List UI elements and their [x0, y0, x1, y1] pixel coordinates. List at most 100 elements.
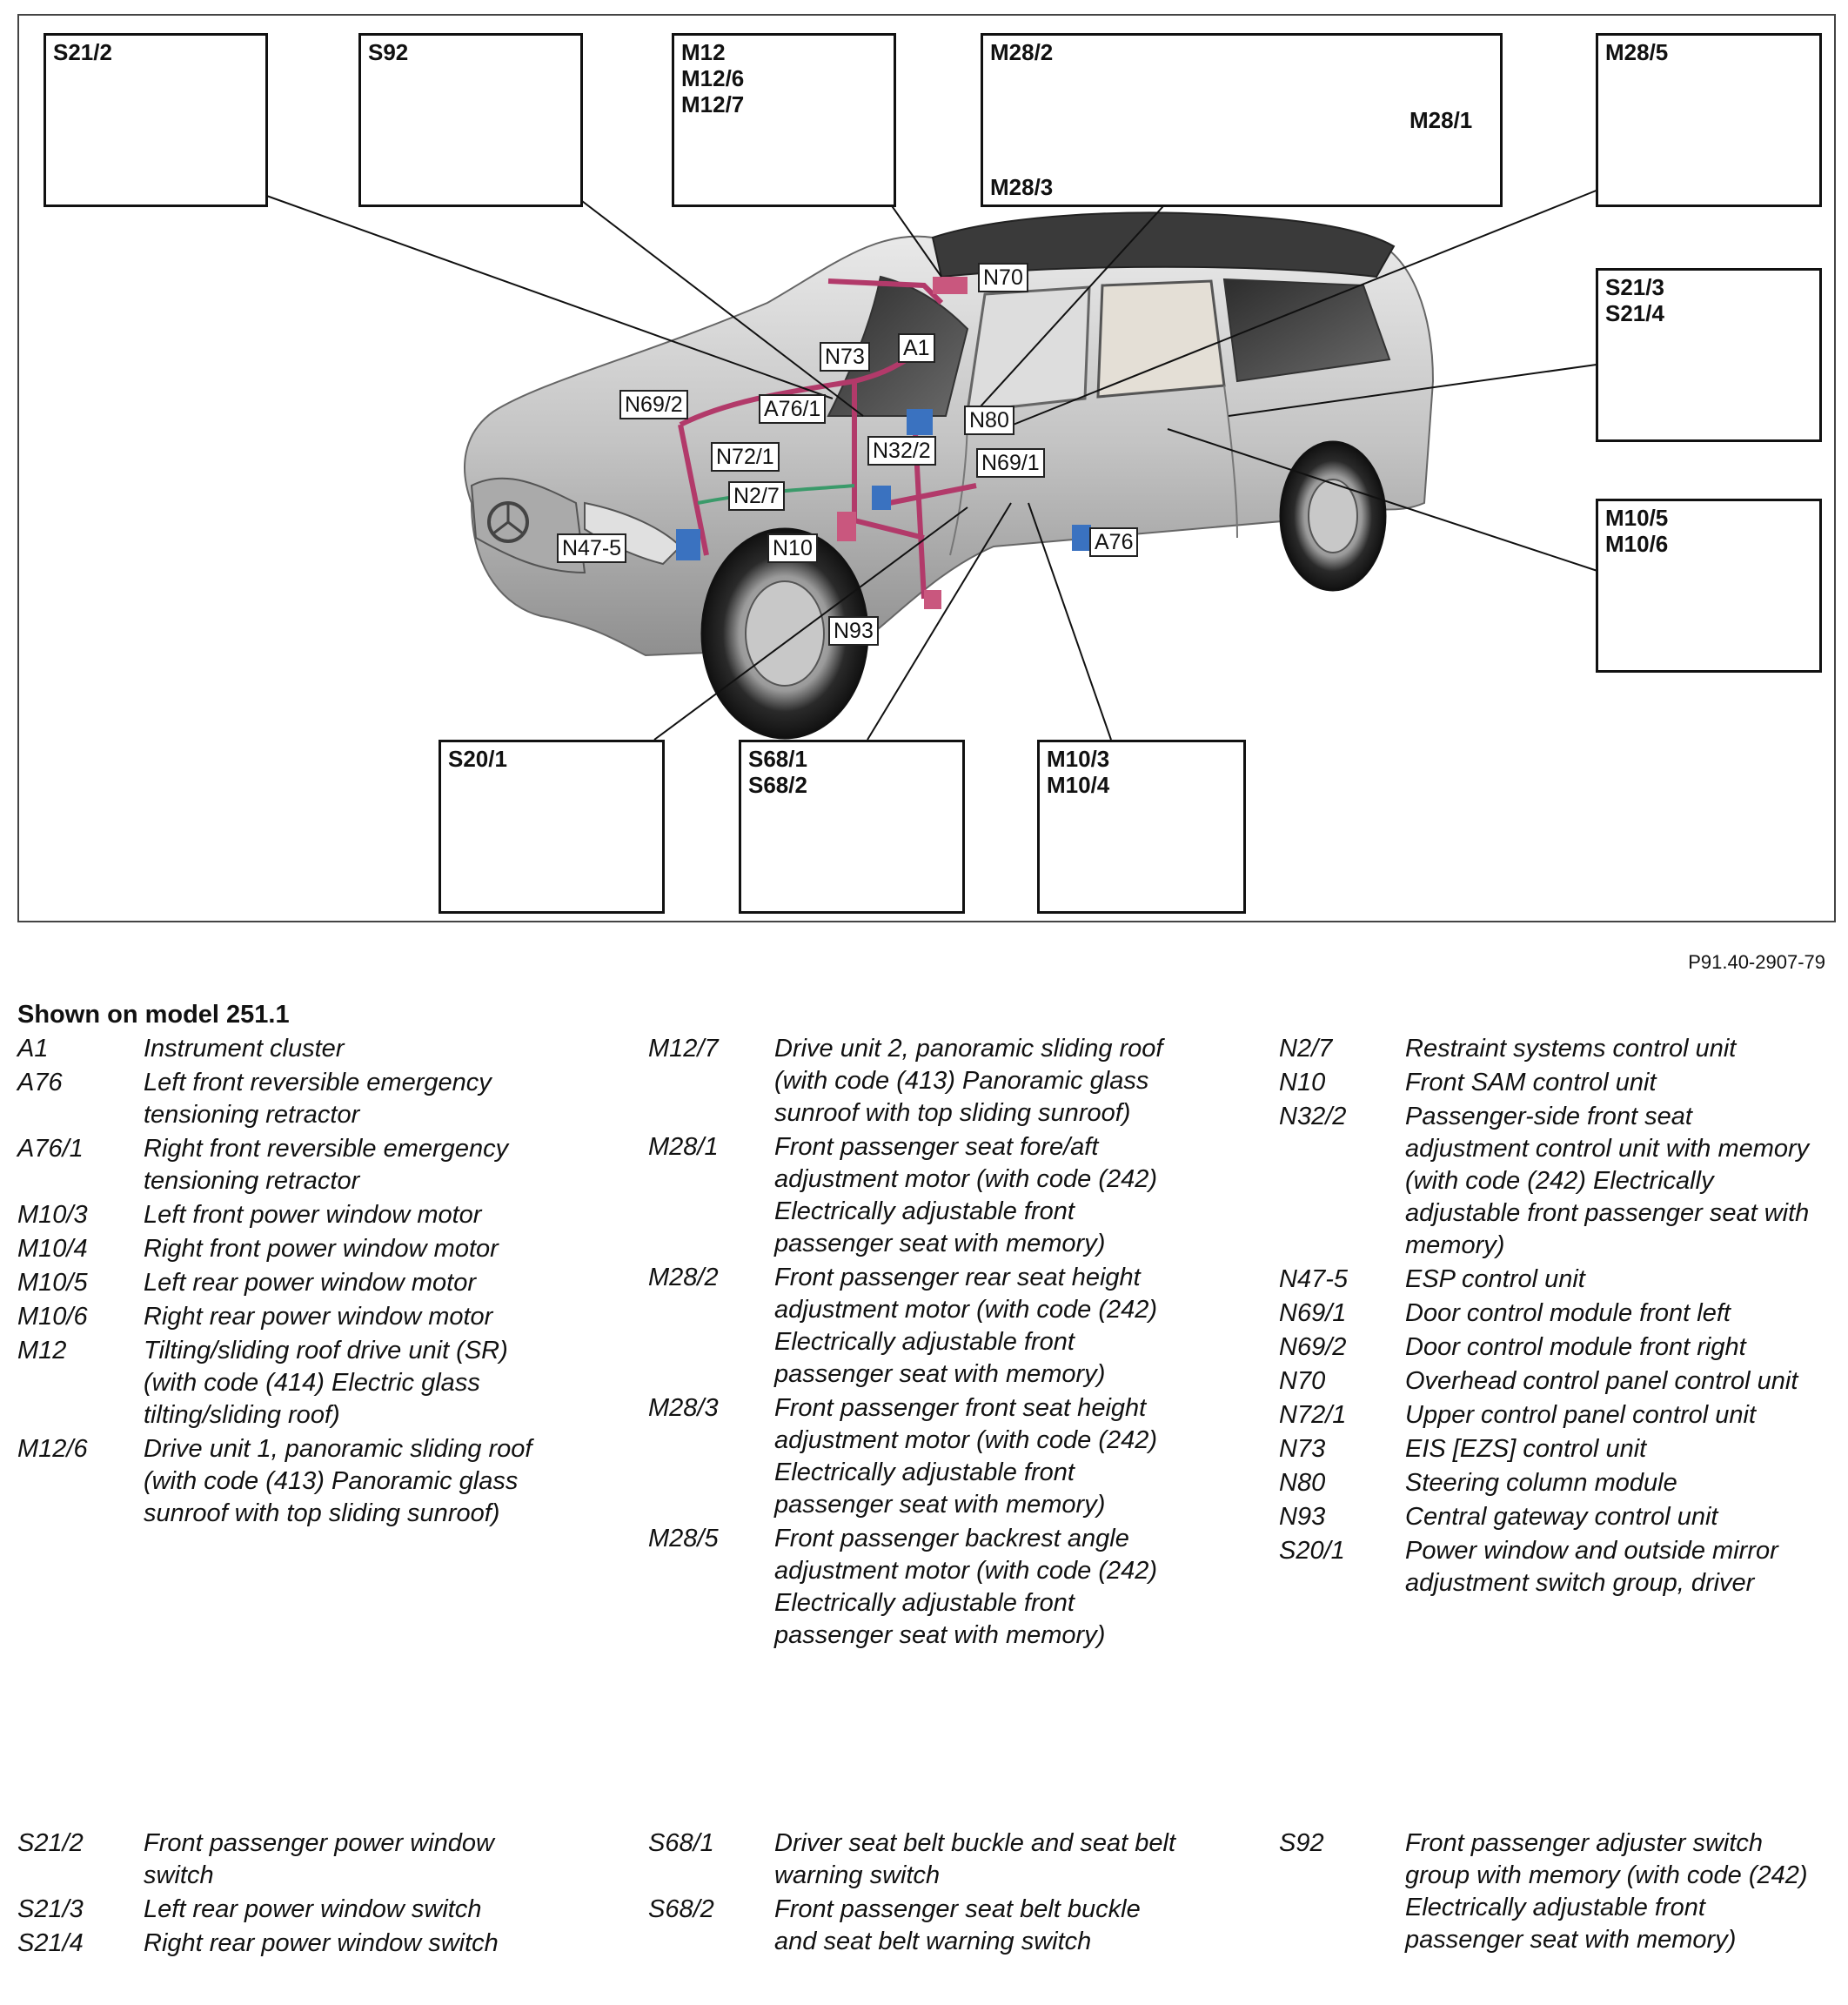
callout-a76-1: A76/1 [759, 394, 826, 424]
legend-code: S68/1 [648, 1827, 774, 1892]
legend-row: M12Tilting/sliding roof drive unit (SR) … [17, 1335, 548, 1432]
legend-code: N47-5 [1279, 1264, 1405, 1296]
callout-n10: N10 [767, 533, 818, 563]
legend-description: Drive unit 1, panoramic sliding roof (wi… [144, 1433, 548, 1530]
figure-id: P91.40-2907-79 [1688, 951, 1825, 974]
legend-description: Central gateway control unit [1405, 1501, 1818, 1533]
legend-code: M28/1 [648, 1131, 774, 1260]
inset-label: M12 [681, 39, 744, 65]
callout-a1: A1 [898, 333, 935, 363]
legend-row: N69/1Door control module front left [1279, 1298, 1818, 1330]
legend-code: N73 [1279, 1433, 1405, 1465]
legend-description: Instrument cluster [144, 1033, 548, 1065]
legend-code: S21/3 [17, 1894, 144, 1926]
vehicle-illustration [465, 212, 1433, 738]
inset-s20-1: S20/1 [439, 740, 665, 914]
inset-label: S68/2 [748, 772, 807, 798]
legend-column-2: M12/7Drive unit 2, panoramic sliding roo… [648, 1033, 1188, 1653]
component-location-diagram: S21/2 S92 M12 M12/6 M12/7 M28/2 M28/3 M2… [17, 14, 1836, 922]
inset-m10-5-6: M10/5 M10/6 [1596, 499, 1822, 673]
legend-code: N69/2 [1279, 1331, 1405, 1364]
inset-label: M28/3 [990, 174, 1053, 201]
legend-description: Front passenger rear seat height adjustm… [774, 1262, 1188, 1391]
inset-m10-3-4: M10/3 M10/4 [1037, 740, 1246, 914]
shown-on-model: Shown on model 251.1 [17, 1001, 290, 1029]
legend-code: N2/7 [1279, 1033, 1405, 1065]
legend-code: N72/1 [1279, 1399, 1405, 1432]
legend-code: M28/2 [648, 1262, 774, 1391]
legend-code: N80 [1279, 1467, 1405, 1499]
legend-code: S21/2 [17, 1827, 144, 1892]
legend-code: A76/1 [17, 1133, 144, 1197]
legend-code: N93 [1279, 1501, 1405, 1533]
legend-column-1: A1Instrument clusterA76Left front revers… [17, 1033, 548, 1532]
inset-label: S21/2 [53, 39, 112, 65]
legend-code: S68/2 [648, 1894, 774, 1958]
inset-label: S21/4 [1605, 300, 1664, 326]
inset-m28-5: M28/5 [1596, 33, 1822, 207]
legend-code: S92 [1279, 1827, 1405, 1956]
legend-code: M12/7 [648, 1033, 774, 1130]
legend-row: M10/3Left front power window motor [17, 1199, 548, 1231]
legend-description: Upper control panel control unit [1405, 1399, 1818, 1432]
legend-code: N10 [1279, 1067, 1405, 1099]
inset-label: M10/6 [1605, 531, 1668, 557]
legend-column-3: N2/7Restraint systems control unitN10Fro… [1279, 1033, 1818, 1601]
inset-m12: M12 M12/6 M12/7 [672, 33, 896, 207]
inset-label: M10/3 [1047, 746, 1109, 772]
callout-n2-7: N2/7 [728, 481, 785, 511]
callout-n93: N93 [828, 616, 879, 646]
legend-description: Right rear power window motor [144, 1301, 548, 1333]
legend-description: Overhead control panel control unit [1405, 1365, 1818, 1398]
legend-description: Front passenger power window switch [144, 1827, 548, 1892]
inset-label: S68/1 [748, 746, 807, 772]
inset-label: M10/5 [1605, 505, 1668, 531]
legend-code: A76 [17, 1067, 144, 1131]
legend-code: M10/4 [17, 1233, 144, 1265]
inset-s21-2: S21/2 [44, 33, 268, 207]
legend-code: M28/3 [648, 1392, 774, 1521]
inset-label: M28/1 [1409, 107, 1472, 134]
inset-label: M28/5 [1605, 39, 1668, 65]
legend-code: M10/5 [17, 1267, 144, 1299]
inset-s92: S92 [358, 33, 583, 207]
inset-label: M28/2 [990, 39, 1053, 65]
inset-label: S92 [368, 39, 408, 65]
legend-description: Door control module front right [1405, 1331, 1818, 1364]
callout-n69-2: N69/2 [619, 390, 688, 419]
legend-description: Passenger-side front seat adjustment con… [1405, 1101, 1818, 1262]
legend-code: M12/6 [17, 1433, 144, 1530]
legend-description: Steering column module [1405, 1467, 1818, 1499]
legend-description: Left rear power window switch [144, 1894, 548, 1926]
legend-code: N32/2 [1279, 1101, 1405, 1262]
legend-description: Left rear power window motor [144, 1267, 548, 1299]
legend-row: S92Front passenger adjuster switch group… [1279, 1827, 1818, 1956]
legend-code: A1 [17, 1033, 144, 1065]
legend-row: M28/5Front passenger backrest angle adju… [648, 1523, 1188, 1652]
legend-code: N70 [1279, 1365, 1405, 1398]
callout-n80: N80 [964, 406, 1014, 435]
callout-n72-1: N72/1 [711, 442, 780, 472]
legend-code: M10/6 [17, 1301, 144, 1333]
callout-n73: N73 [820, 342, 870, 372]
legend-description: Right front reversible emergency tension… [144, 1133, 548, 1197]
legend-description: Front SAM control unit [1405, 1067, 1818, 1099]
inset-s68: S68/1 S68/2 [739, 740, 965, 914]
